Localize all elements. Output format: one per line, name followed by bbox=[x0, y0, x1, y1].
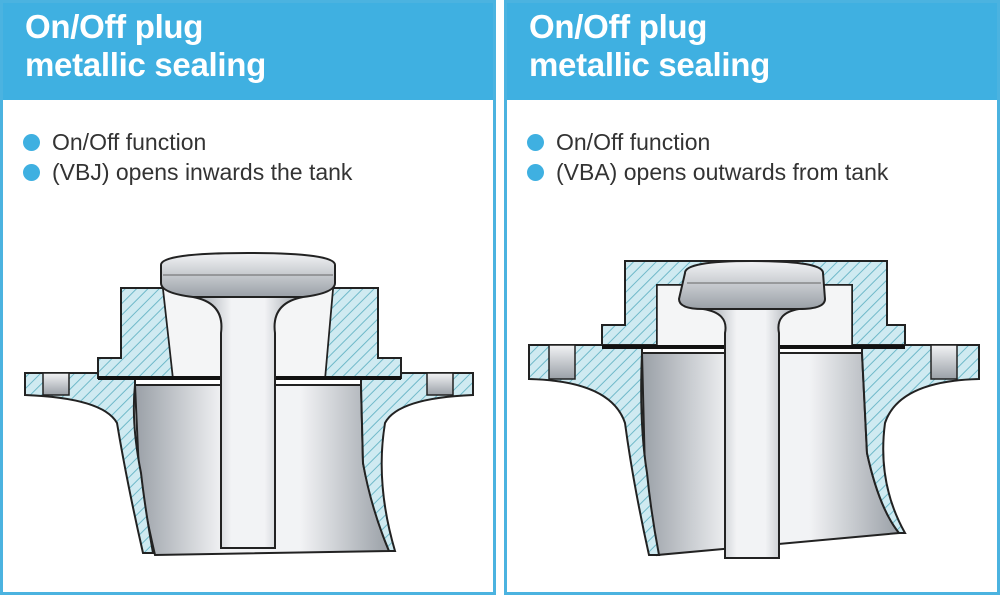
bullet-dot-icon bbox=[527, 133, 544, 151]
panel-vbj: On/Off plug metallic sealing On/Off func… bbox=[0, 0, 496, 595]
bullet-dot-icon bbox=[23, 163, 40, 181]
list-item: (VBJ) opens inwards the tank bbox=[23, 157, 352, 187]
bullet-text: On/Off function bbox=[52, 128, 207, 155]
seat-housing-left bbox=[97, 287, 175, 379]
title-line-1: On/Off plug bbox=[529, 8, 708, 45]
plug-head bbox=[677, 259, 827, 310]
flange-right bbox=[360, 372, 474, 552]
flange-left bbox=[528, 344, 661, 556]
title-line-2: metallic sealing bbox=[529, 46, 770, 83]
panel-header: On/Off plug metallic sealing bbox=[3, 3, 493, 100]
flange-left bbox=[24, 372, 155, 554]
bolt-hole-left bbox=[548, 344, 576, 380]
bolt-hole-left bbox=[42, 372, 70, 396]
bullet-text: (VBA) opens outwards from tank bbox=[556, 158, 889, 185]
bolt-hole-right bbox=[930, 344, 958, 380]
bolt-hole-right bbox=[426, 372, 454, 396]
feature-list: On/Off function (VBJ) opens inwards the … bbox=[23, 127, 352, 187]
list-item: (VBA) opens outwards from tank bbox=[527, 157, 888, 187]
seat-housing-right bbox=[323, 287, 402, 379]
plug-valve-vbj-cross-section-icon bbox=[24, 251, 474, 557]
list-item: On/Off function bbox=[23, 127, 352, 157]
plug-valve-vba-cross-section-icon bbox=[528, 259, 980, 559]
title-line-1: On/Off plug bbox=[25, 8, 204, 45]
flange-right bbox=[861, 344, 980, 534]
panel-vba: On/Off plug metallic sealing On/Off func… bbox=[504, 0, 1000, 595]
bullet-dot-icon bbox=[527, 163, 544, 181]
bullet-text: (VBJ) opens inwards the tank bbox=[52, 158, 353, 185]
panel-header: On/Off plug metallic sealing bbox=[507, 3, 997, 100]
list-item: On/Off function bbox=[527, 127, 888, 157]
title-line-2: metallic sealing bbox=[25, 46, 266, 83]
bullet-dot-icon bbox=[23, 133, 40, 151]
feature-list: On/Off function (VBA) opens outwards fro… bbox=[527, 127, 888, 187]
bullet-text: On/Off function bbox=[556, 128, 711, 155]
